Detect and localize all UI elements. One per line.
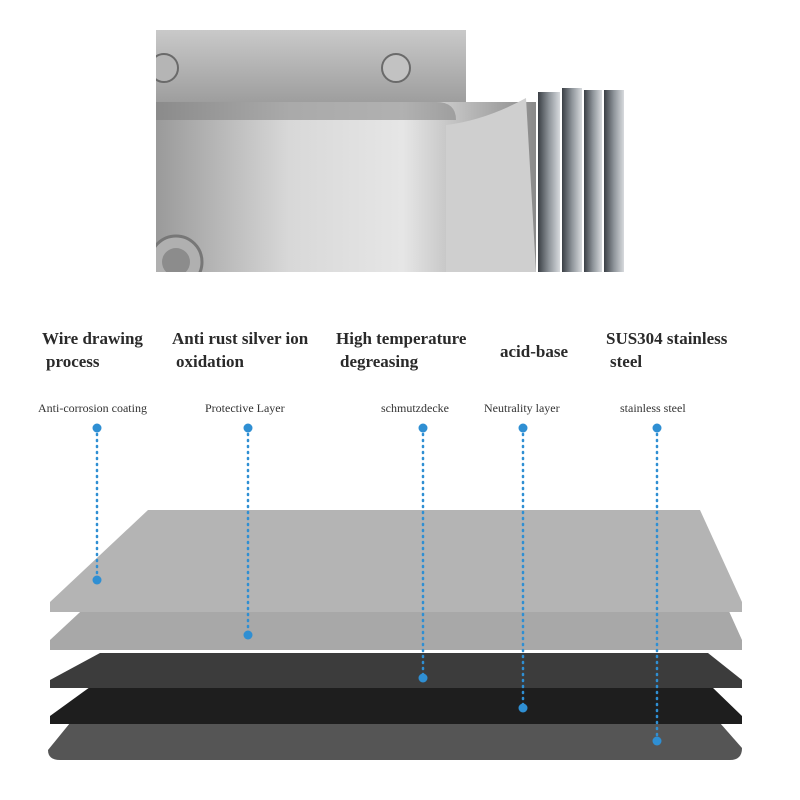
marker-top-schmutzdecke xyxy=(418,423,428,433)
layer-stainless-steel xyxy=(48,723,742,760)
sink-product-image xyxy=(156,30,624,272)
marker-top-neutrality xyxy=(518,423,528,433)
heading-high-temperature: High temperature degreasing xyxy=(336,327,466,373)
heading-anti-rust-line2: oxidation xyxy=(176,352,245,371)
heading-sus304-line2: steel xyxy=(610,352,643,371)
heading-wire-drawing-line1: Wire drawing xyxy=(42,329,143,348)
layer-anti-corrosion xyxy=(50,510,742,612)
heading-anti-rust-line1: Anti rust silver ion xyxy=(172,329,309,348)
heading-high-temperature-line1: High temperature xyxy=(336,329,467,348)
label-protective-layer: Protective Layer xyxy=(205,401,285,415)
marker-bottom-anti-corrosion xyxy=(92,575,102,585)
heading-anti-rust: Anti rust silver ion oxidation xyxy=(172,327,308,373)
heading-wire-drawing: Wire drawing process xyxy=(42,327,143,373)
layer-neutrality xyxy=(50,687,742,724)
marker-bottom-stainless xyxy=(652,736,662,746)
heading-high-temperature-line2: degreasing xyxy=(340,352,419,371)
marker-bottom-protective xyxy=(243,630,253,640)
marker-top-anti-corrosion xyxy=(92,423,102,433)
marker-bottom-neutrality xyxy=(518,703,528,713)
layer-schmutzdecke xyxy=(50,653,742,688)
label-neutrality-layer: Neutrality layer xyxy=(484,401,560,415)
heading-sus304-line1: SUS304 stainless xyxy=(606,329,728,348)
marker-bottom-schmutzdecke xyxy=(418,673,428,683)
heading-wire-drawing-line2: process xyxy=(46,352,100,371)
label-schmutzdecke: schmutzdecke xyxy=(381,401,449,415)
heading-acid-base-line1: acid-base xyxy=(500,342,568,361)
heading-acid-base: acid-base xyxy=(500,340,568,363)
label-anti-corrosion-coating: Anti-corrosion coating xyxy=(38,401,147,415)
marker-top-stainless xyxy=(652,423,662,433)
heading-sus304: SUS304 stainless steel xyxy=(606,327,727,373)
label-stainless-steel: stainless steel xyxy=(620,401,686,415)
marker-top-protective xyxy=(243,423,253,433)
